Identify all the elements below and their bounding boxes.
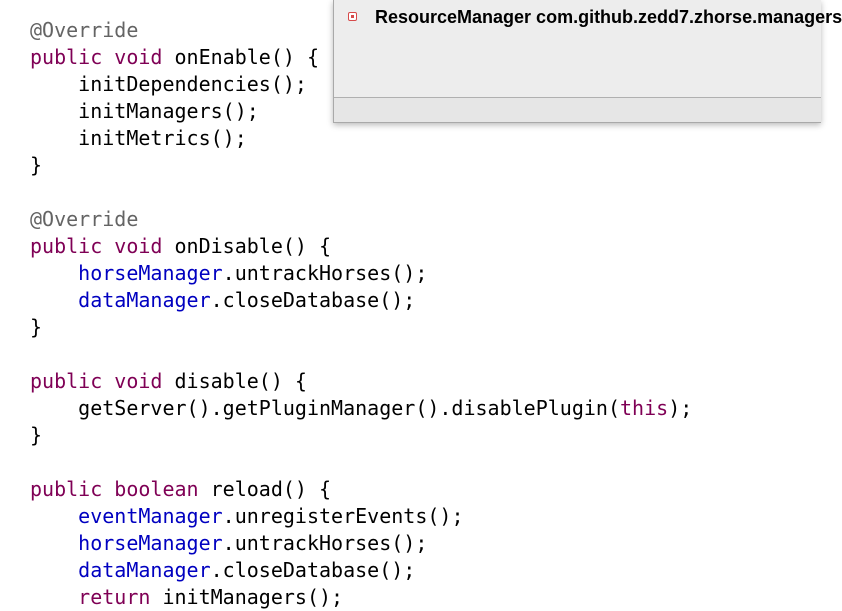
code-token: public [30, 369, 103, 393]
code-token: dataManager [78, 288, 211, 312]
code-token: public [30, 477, 103, 501]
code-token: .untrackHorses(); [222, 531, 428, 555]
hover-popup[interactable]: ResourceManager com.github.zedd7.zhorse.… [333, 0, 842, 123]
code-token: @Override [30, 18, 139, 42]
code-line[interactable]: public void disable() { [30, 368, 307, 395]
code-token [30, 558, 78, 582]
code-token: .unregisterEvents(); [222, 504, 464, 528]
code-token [102, 45, 114, 69]
code-line[interactable]: } [30, 152, 42, 179]
code-token: reload() { [198, 477, 332, 501]
code-token: initMetrics(); [30, 126, 247, 150]
code-token [30, 585, 78, 609]
code-line[interactable]: } [30, 422, 42, 449]
code-token: this [620, 396, 669, 420]
code-token: void [114, 369, 163, 393]
code-token: } [30, 315, 43, 339]
code-line[interactable]: horseManager.untrackHorses(); [30, 260, 427, 287]
code-token: initManagers(); [30, 99, 259, 123]
code-line[interactable]: dataManager.closeDatabase(); [30, 557, 415, 584]
code-token [102, 234, 114, 258]
code-token [102, 477, 114, 501]
code-line[interactable]: } [30, 314, 42, 341]
code-line[interactable]: return initManagers(); [30, 584, 343, 611]
code-token: @Override [30, 207, 139, 231]
code-line[interactable]: @Override [30, 17, 138, 44]
code-token: .untrackHorses(); [222, 261, 428, 285]
code-token: .closeDatabase(); [210, 288, 416, 312]
code-token: } [30, 153, 43, 177]
code-token: onEnable() { [162, 45, 320, 69]
code-token: getServer().getPluginManager().disablePl… [30, 396, 621, 420]
popup-title[interactable]: ResourceManager com.github.zedd7.zhorse.… [375, 7, 842, 27]
code-token: dataManager [78, 558, 211, 582]
code-token: .closeDatabase(); [210, 558, 416, 582]
code-token: } [30, 423, 43, 447]
code-token: void [114, 234, 163, 258]
popup-divider [334, 97, 821, 98]
code-line[interactable]: initDependencies(); [30, 71, 307, 98]
code-token: onDisable() { [162, 234, 332, 258]
code-token [102, 369, 114, 393]
code-token: public [30, 45, 103, 69]
code-token: initManagers(); [150, 585, 344, 609]
code-line[interactable]: dataManager.closeDatabase(); [30, 287, 415, 314]
code-line[interactable]: eventManager.unregisterEvents(); [30, 503, 464, 530]
code-line[interactable]: getServer().getPluginManager().disablePl… [30, 395, 692, 422]
code-token [30, 288, 78, 312]
code-token: void [114, 45, 163, 69]
code-token [30, 531, 78, 555]
code-token: ); [668, 396, 693, 420]
code-token: initDependencies(); [30, 72, 307, 96]
popup-footer [334, 98, 821, 122]
code-token: public [30, 234, 103, 258]
code-token: horseManager [78, 261, 223, 285]
code-line[interactable]: initMetrics(); [30, 125, 247, 152]
code-token [30, 261, 78, 285]
class-icon [348, 12, 357, 21]
code-token: eventManager [78, 504, 223, 528]
code-line[interactable]: public void onEnable() { [30, 44, 319, 71]
code-token: boolean [114, 477, 199, 501]
code-token: disable() { [162, 369, 307, 393]
code-token: horseManager [78, 531, 223, 555]
code-line[interactable]: horseManager.untrackHorses(); [30, 530, 427, 557]
code-line[interactable]: public boolean reload() { [30, 476, 331, 503]
code-token [30, 504, 78, 528]
code-line[interactable]: public void onDisable() { [30, 233, 331, 260]
code-line[interactable]: @Override [30, 206, 138, 233]
code-line[interactable]: initManagers(); [30, 98, 259, 125]
code-token: return [78, 585, 151, 609]
